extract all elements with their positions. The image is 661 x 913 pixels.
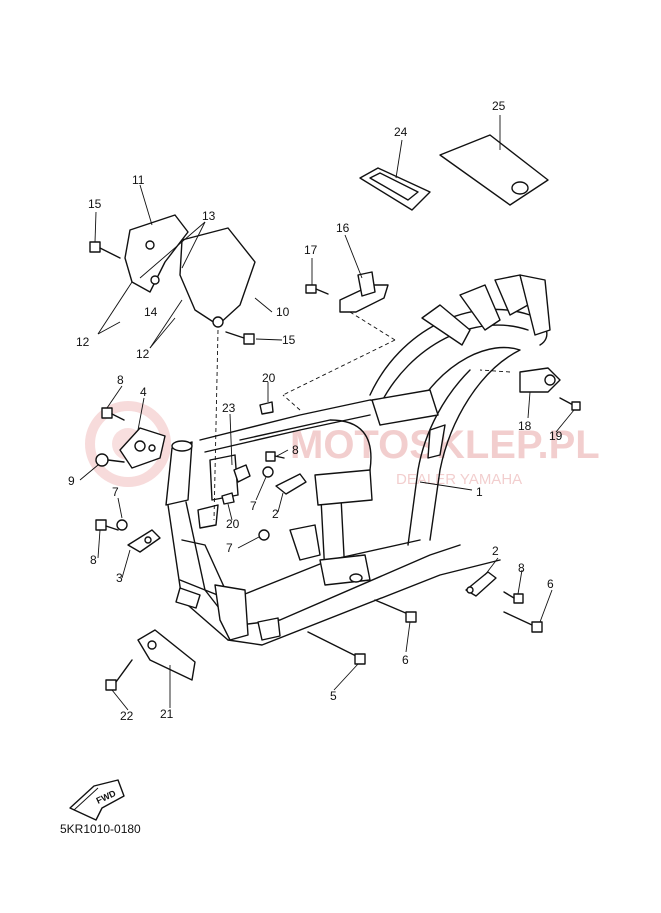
plate-21 [137,629,196,681]
leader-lines [79,115,575,711]
callout-24: 24 [394,125,408,139]
callout-15: 15 [282,333,296,347]
callout-15: 15 [88,197,102,211]
callout-13: 13 [202,209,216,223]
clip-20 [221,401,274,505]
callout-20: 20 [226,517,240,531]
callout-2: 2 [492,544,499,558]
callout-4: 4 [140,385,147,399]
bolt-17 [305,284,329,295]
callout-3: 3 [116,571,123,585]
callout-18: 18 [518,419,532,433]
callout-6: 6 [547,577,554,591]
bracket-16 [339,271,389,313]
callout-8: 8 [90,553,97,567]
bracket-18 [519,367,561,393]
callout-9: 9 [68,474,75,488]
bolt-8-left [95,519,119,531]
callout-10: 10 [276,305,290,319]
callout-7: 7 [250,499,257,513]
bolt-6-right [503,611,543,633]
bolt-8-right [503,591,524,604]
callout-labels: 1 2 2 3 4 5 6 6 7 7 7 8 8 8 8 9 10 11 12… [68,99,563,723]
callout-14: 14 [144,305,158,319]
cover-13-14 [179,227,256,328]
callout-2: 2 [272,507,279,521]
cover-11 [124,214,189,293]
bracket-2-center [275,473,307,495]
callout-19: 19 [549,429,563,443]
callout-8: 8 [292,443,299,457]
callout-1: 1 [476,485,483,499]
watermark-sub: DEALER YAMAHA [396,471,522,488]
callout-23: 23 [222,401,236,415]
plate-25 [439,134,549,206]
washer-7-center [258,466,274,541]
callout-5: 5 [330,689,337,703]
diagram-code: 5KR1010-0180 [60,822,141,836]
plate-24 [359,167,431,211]
callout-8: 8 [518,561,525,575]
bolt-6-center [374,599,417,623]
watermark: MOTOSKLEP.PL DEALER YAMAHA [85,401,600,488]
callout-17: 17 [304,243,318,257]
callout-22: 22 [120,709,134,723]
callout-25: 25 [492,99,506,113]
attachment-dashes [213,311,511,521]
washer-7-left [116,519,128,531]
bracket-3 [127,529,161,553]
callout-12: 12 [76,335,90,349]
bolt-5 [307,631,366,665]
bracket-4 [119,427,166,469]
callout-16: 16 [336,221,350,235]
callout-11: 11 [132,173,145,187]
callout-8: 8 [117,373,124,387]
callout-7: 7 [112,485,119,499]
bolt-15-lower [225,331,255,345]
bolt-22 [105,659,133,691]
callout-6: 6 [402,653,409,667]
callout-21: 21 [160,707,174,721]
watermark-main: MOTOSKLEP.PL [290,423,600,467]
main-frame [165,274,551,646]
fwd-arrow-icon: FWD [69,779,125,821]
bolt-9 [95,453,125,467]
bolt-8-center [265,451,285,462]
bolt-19 [559,397,581,411]
callout-12: 12 [136,347,150,361]
bracket-2-right [465,571,497,597]
callout-20: 20 [262,371,276,385]
bolt-15-top [89,241,121,259]
callout-7: 7 [226,541,233,555]
collar-23 [233,464,251,483]
